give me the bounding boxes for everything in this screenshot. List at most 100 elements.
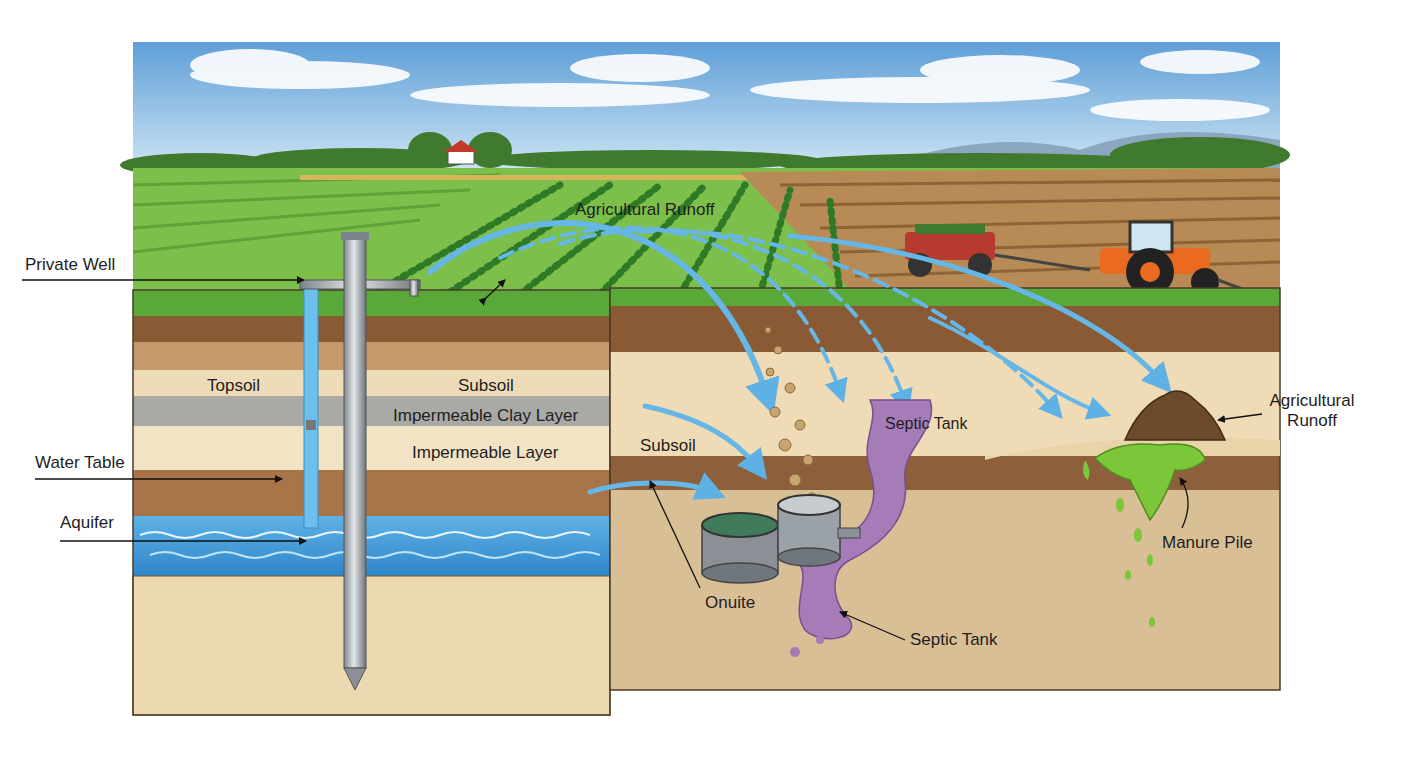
tank-base [778,548,840,566]
text-label: Subsoil [458,376,514,396]
cloud [410,83,710,107]
sky [133,42,1280,182]
tractor [1100,222,1245,296]
crop-rows [380,185,840,294]
left-cross-section [133,290,610,715]
farmhouse-roof [444,140,478,152]
water-ripples [150,552,600,558]
text-label: Aquifer [60,513,114,533]
leader-line [35,478,282,479]
wheat-strip [300,175,760,180]
leader-line [650,481,700,588]
leader-line [1218,414,1262,420]
runoff-arrow [640,231,1055,410]
leader-line [22,279,304,280]
cloud [570,54,710,82]
cloud [1140,50,1260,74]
runoff-arrow [560,229,905,402]
drip [790,647,800,657]
drip [1125,570,1131,580]
farmhouse [448,150,474,164]
leader-lines [22,280,1262,640]
particle [795,420,805,430]
subsoil-band [610,352,1280,456]
furrows [780,180,1280,276]
leader-line [486,280,505,298]
grass [133,290,610,316]
trees [480,150,820,170]
manure-pile [1083,391,1225,627]
valve [306,420,316,430]
cloud [190,49,310,81]
well-point [344,668,366,690]
leader-line [840,612,905,640]
well-casing [344,238,366,668]
text-label: Topsoil [207,376,260,396]
tractor-cab [1130,222,1172,252]
drip [1116,498,1124,512]
runoff-arrow [930,318,1100,412]
clouds [190,49,1270,121]
particle [765,327,771,333]
subsoil-band [133,370,610,396]
water-pipe [304,284,318,528]
drip [816,636,824,644]
furrow [820,218,1280,228]
pile [1125,391,1225,440]
particle [803,455,813,465]
drip [1147,554,1153,566]
row [133,205,440,228]
crop-row [830,200,840,294]
particle [770,407,780,417]
runoff-arrow [790,236,1162,382]
text-label: Agricultural Runoff [1257,391,1367,432]
tank-lid [778,495,840,515]
harvester-load [915,224,985,234]
leader-line [60,540,306,541]
particle [766,368,774,376]
sand-band [133,576,610,715]
tree [408,132,452,168]
runoff-arrow [500,228,840,392]
text-label: Impermeable Layer [412,443,558,463]
particle [785,383,795,393]
text-label: Impermeable Clay Layer [393,406,578,426]
aquifer-band [133,516,610,576]
pipe-stub [410,280,418,296]
drip [1149,617,1155,627]
cloud [920,55,1080,85]
hitch [995,255,1090,270]
sediment [765,327,817,503]
leachate [1095,444,1205,520]
clay-band [133,396,610,426]
outlet-pipe [838,528,860,538]
text-label: Agricultural Runoff [575,200,715,220]
runoff-arrow [430,223,768,398]
tank-base [702,563,778,583]
text-label: Manure Pile [1162,533,1253,553]
text-label: Subsoil [640,436,696,456]
cloud [1090,99,1270,121]
furrow [800,198,1280,205]
drip [1083,460,1089,480]
text-label: Septic Tank [885,414,967,433]
text-label: Water Table [35,453,125,473]
plowed-field [740,168,1280,300]
drip [1134,528,1142,542]
trees [1110,137,1290,173]
section-outline [133,290,610,715]
particle [774,346,782,354]
tank-lid [702,513,778,537]
impermeable-band [133,426,610,470]
well-cap [341,232,369,240]
particle [789,474,801,486]
particle [779,439,791,451]
lower-soil [610,490,1280,690]
text-label: Private Well [25,255,115,275]
text-label: Onuite [705,593,755,613]
text-label: Septic Tank [910,630,998,650]
water-table-band [133,470,610,516]
topsoil-band [133,316,610,342]
hub [1140,262,1160,282]
